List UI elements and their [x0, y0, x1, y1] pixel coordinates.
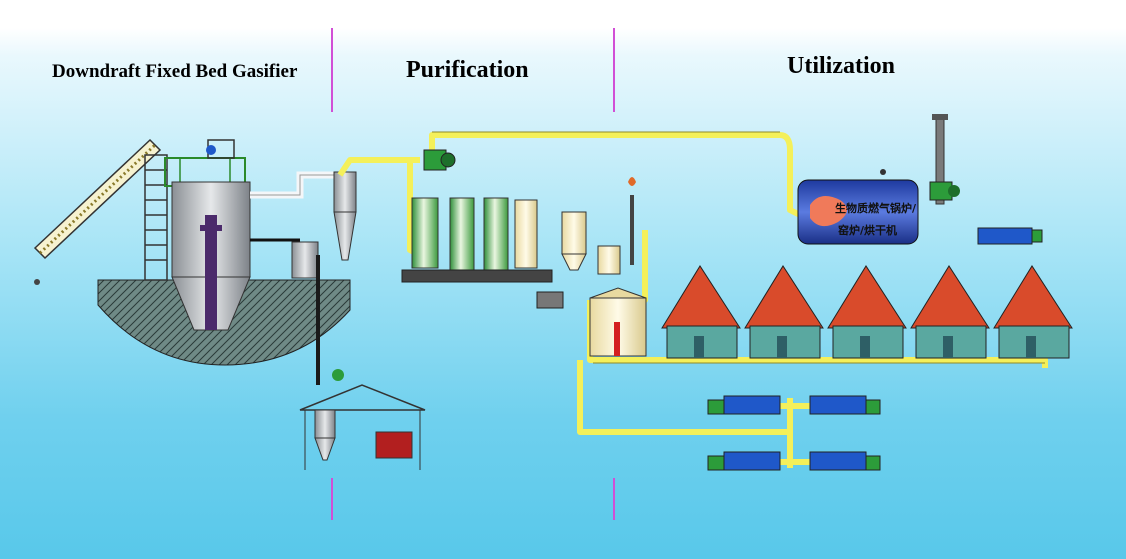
house-icon — [827, 265, 907, 359]
boiler-label-line1: 生物质燃气锅炉/ — [835, 201, 917, 215]
section-title-utilization: Utilization — [787, 53, 895, 79]
raw-gas-duct — [250, 171, 340, 199]
generator-sets — [707, 395, 881, 471]
generator-icon — [707, 451, 781, 471]
gasifier-icon — [171, 145, 251, 331]
house-icon — [744, 265, 824, 359]
generator-icon — [809, 451, 881, 471]
house-icon — [661, 265, 741, 359]
tar-separator — [536, 211, 621, 309]
boiler-icon: 生物质燃气锅炉/ 窑炉/烘干机 — [797, 169, 919, 245]
section-title-gasifier: Downdraft Fixed Bed Gasifier — [52, 61, 298, 82]
generator-icon — [809, 395, 881, 415]
scrubber-icon — [401, 197, 553, 283]
houses — [661, 265, 1073, 359]
cyclone-icon — [333, 171, 357, 261]
conveyor-icon — [33, 138, 162, 285]
house-icon — [910, 265, 990, 359]
section-title-purification: Purification — [406, 57, 529, 83]
fan-icon — [423, 149, 456, 171]
boiler-label-line2: 窑炉/烘干机 — [838, 223, 897, 237]
ash-shed — [299, 369, 426, 470]
flare-icon — [628, 177, 636, 265]
water-seal-tank — [291, 241, 319, 279]
generator-icon — [707, 395, 781, 415]
gas-tank-icon — [589, 287, 647, 357]
chimney-icon — [929, 114, 960, 205]
generator-icon — [977, 227, 1043, 245]
house-icon — [993, 265, 1073, 359]
